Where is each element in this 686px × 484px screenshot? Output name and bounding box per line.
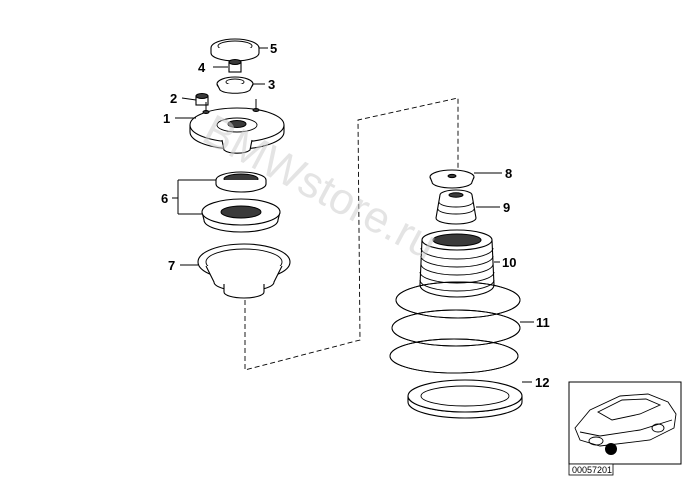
leader-lines	[172, 47, 534, 383]
label-part-8: 8	[505, 166, 512, 181]
assembly-guide-line	[244, 97, 459, 371]
part-11-coil-spring[interactable]	[389, 281, 521, 374]
label-part-9: 9	[503, 200, 510, 215]
part-2-nut[interactable]	[195, 93, 209, 106]
part-6-spacer-bottom[interactable]	[201, 198, 281, 233]
label-part-3: 3	[268, 77, 275, 92]
part-5-cover-cap[interactable]	[210, 38, 260, 62]
label-part-7: 7	[168, 258, 175, 273]
label-part-6: 6	[161, 191, 168, 206]
label-part-2: 2	[170, 91, 177, 106]
part-3-washer[interactable]	[216, 76, 254, 94]
part-9-auxiliary-spring[interactable]	[435, 189, 477, 225]
label-part-1: 1	[163, 111, 170, 126]
part-1-support-bearing[interactable]	[189, 99, 285, 154]
reference-number: 00057201	[572, 465, 612, 475]
car-thumbnail	[568, 381, 682, 465]
label-part-12: 12	[535, 375, 549, 390]
part-7-spring-pad-upper[interactable]	[197, 243, 291, 299]
part-8-protective-cap[interactable]	[429, 169, 475, 189]
part-4-self-locking-nut[interactable]	[228, 59, 242, 73]
part-12-spring-pad-lower[interactable]	[407, 379, 523, 419]
part-6-spacer-top[interactable]	[215, 171, 267, 193]
label-part-11: 11	[536, 315, 550, 330]
label-part-10: 10	[502, 255, 516, 270]
label-part-4: 4	[198, 60, 206, 75]
position-marker	[605, 443, 617, 455]
label-part-5: 5	[270, 41, 277, 56]
